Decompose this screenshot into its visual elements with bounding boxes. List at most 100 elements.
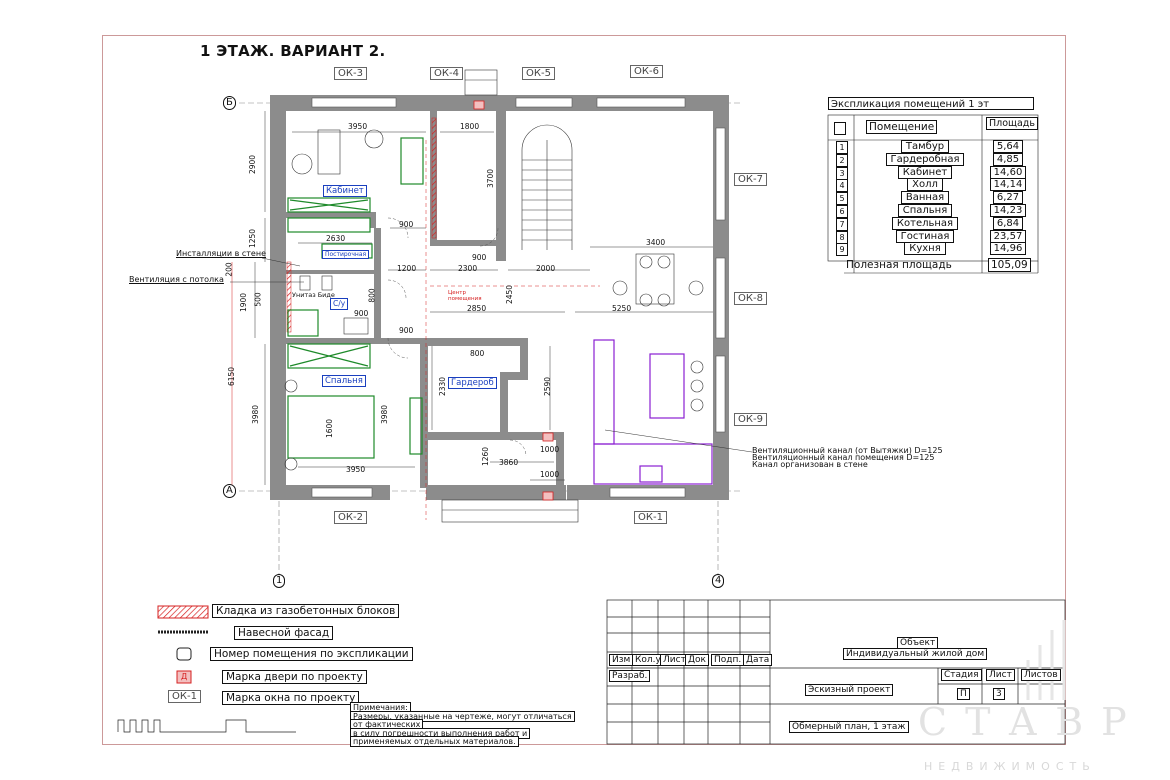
legend-item: Кладка из газобетонных блоков — [212, 604, 400, 618]
dim-label: 200 — [224, 262, 234, 277]
dim-label: 1250 — [248, 228, 258, 249]
explication-row-room: Тамбур — [868, 140, 982, 153]
drawing-sheet — [102, 35, 1066, 745]
stamp-col-text: Подп. — [711, 654, 745, 666]
notes-head: Примечания: — [350, 702, 411, 713]
stamp-stage-text: П — [957, 688, 970, 700]
dim-label: 800 — [470, 349, 485, 358]
window-mark: ОК-2 — [334, 511, 367, 524]
explication-row-area-text: 5,64 — [992, 140, 1024, 153]
explication-row-room: Гардеробная — [868, 152, 982, 166]
dim-label: 3400 — [646, 238, 666, 247]
axis-marker-1: 1 — [273, 574, 286, 588]
stamp-col: Лист — [660, 654, 689, 666]
stairs — [521, 124, 573, 250]
dim-label: 2000 — [536, 264, 556, 273]
explication-row-area-text: 23,57 — [989, 229, 1027, 243]
dim-label: 6150 — [227, 366, 237, 387]
explication-row-room: Ванная — [868, 191, 982, 205]
explication-row: 2 Гардеробная 4,85 — [826, 152, 1038, 167]
window-mark: ОК-6 — [630, 65, 663, 78]
dim-label: 1260 — [481, 446, 491, 467]
stamp-col-text: Дата — [743, 654, 773, 666]
stamp-col: Кол.уч — [632, 654, 670, 666]
explication-row-room-text: Котельная — [891, 216, 959, 230]
stamp-project-text: Эскизный проект — [805, 684, 894, 696]
dim-label: 500 — [253, 292, 263, 307]
explication-row-room-text: Спальня — [897, 204, 953, 217]
callout-line: Вентиляционный канал помещения D=125 — [752, 453, 935, 462]
door-marks — [473, 100, 554, 501]
legend-symbols — [117, 605, 296, 733]
col-area-text: Площадь — [986, 117, 1038, 130]
explication-row-room: Холл — [868, 178, 982, 192]
explication-row-num: 2 — [836, 153, 848, 167]
window-mark: ОК-7 — [734, 173, 767, 186]
title-block-grid — [606, 599, 1066, 745]
dim-label: 2330 — [438, 376, 448, 397]
window-mark: ОК-9 — [734, 413, 767, 426]
callout-installation: Инсталляции в стене — [176, 249, 266, 258]
explication-row-area-text: 4,85 — [992, 152, 1024, 166]
explication-row-room-text: Кабинет — [897, 165, 953, 179]
notes-line: применяемых отдельных материалов. — [350, 736, 519, 747]
legend-text: Марка двери по проекту — [222, 670, 367, 684]
callout-vent-kitchen: Вентиляционный канал (от Вытяжки) D=125 … — [752, 446, 943, 469]
fixture-label: Унитаз Биде — [292, 291, 335, 299]
stamp-plan-text: Обмерный план, 1 этаж — [789, 721, 909, 733]
explication-row-num: 1 — [836, 141, 848, 154]
explication-row-num: 6 — [836, 205, 848, 218]
callout-line: Канал организован в стене — [752, 460, 868, 469]
room-label-su: С/у — [330, 298, 349, 310]
explication-row-num: 3 — [836, 166, 848, 180]
legend-item: Марка двери по проекту — [222, 670, 367, 684]
axis-marker-a: А — [223, 484, 236, 498]
legend-text: Навесной фасад — [234, 626, 334, 640]
stamp-col-text: Док — [685, 654, 709, 666]
legend-item: Номер помещения по экспликации — [210, 647, 413, 661]
notes-line: Размеры, указанные на чертеже, могут отл… — [350, 710, 575, 722]
window-mark: ОК-1 — [634, 511, 667, 524]
dim-label: 2300 — [458, 264, 478, 273]
explication-title: Экспликация помещений 1 эт — [828, 97, 1034, 110]
explication-row-area: 23,57 — [986, 229, 1030, 243]
title-block: Изм Кол.уч Лист Док Подп. Дата Разраб. О… — [607, 600, 1065, 744]
watermark-subtitle: НЕДВИЖИМОСТЬ — [924, 760, 1096, 773]
room-label-garderob: Гардероб — [448, 377, 497, 389]
explication-row-area: 14,14 — [986, 178, 1030, 192]
legend-item: Навесной фасад — [234, 626, 334, 640]
explication-row-num: 4 — [836, 179, 848, 193]
stamp-sheet: 3 — [993, 688, 1005, 700]
entry-steps — [441, 69, 579, 523]
legend-window-symbol: ОК-1 — [168, 690, 201, 703]
dim-label: 900 — [399, 220, 414, 229]
furniture-misc — [284, 129, 704, 471]
dim-label: 3950 — [346, 465, 366, 474]
explication-col-area: Площадь — [986, 117, 1038, 130]
stamp-sheet-head-text: Лист — [986, 669, 1015, 681]
total-area-text: 105,09 — [988, 258, 1031, 272]
legend-door-symbol: Д — [181, 672, 188, 681]
explication-row-area-text: 6,27 — [992, 191, 1024, 205]
explication-row-room-text: Холл — [907, 178, 943, 192]
stamp-stage: П — [957, 688, 970, 700]
callout-line: Вентиляционный канал (от Вытяжки) D=125 — [752, 446, 943, 455]
notes-line: в силу погрешности выполнения работ и — [350, 727, 531, 739]
stamp-sheets-head-text: Листов — [1021, 669, 1061, 681]
dim-label: 3980 — [380, 404, 390, 425]
dim-label: 1900 — [239, 292, 249, 313]
callout-vent-ceiling: Вентиляция с потолка — [129, 275, 224, 284]
stamp-razrab: Разраб. — [609, 670, 651, 682]
axis-marker-4: 4 — [712, 574, 725, 588]
explication-row-room: Кабинет — [868, 165, 982, 179]
legend-text: Марка окна по проекту — [222, 691, 360, 705]
stamp-sheet-head: Лист — [986, 669, 1015, 681]
stamp-object-head-text: Объект — [897, 637, 939, 649]
explication-row-area-text: 14,96 — [989, 242, 1027, 256]
